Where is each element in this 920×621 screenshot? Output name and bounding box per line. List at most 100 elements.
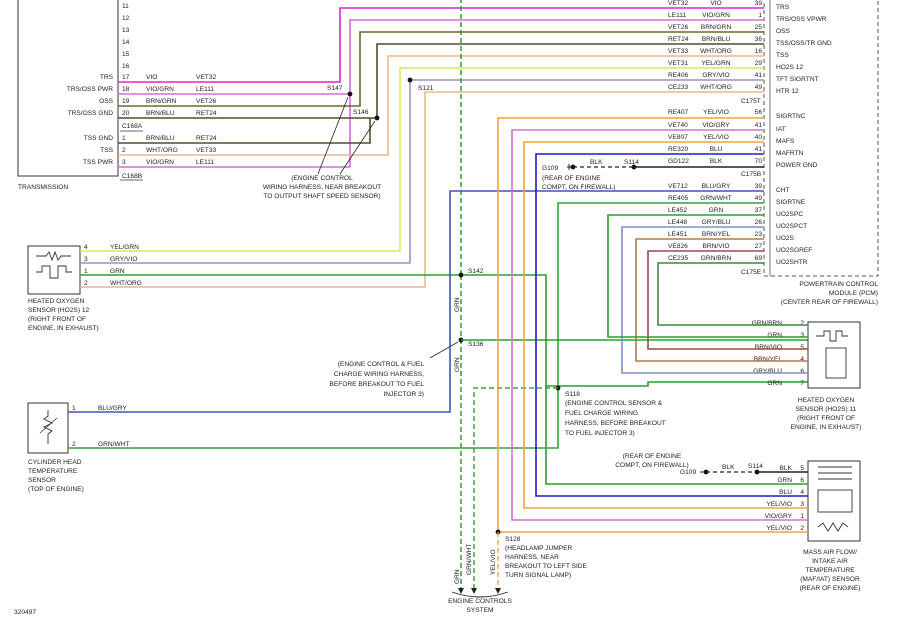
pcm-circuit: LE452 [668,207,687,214]
engine-controls-label-line: ENGINE CONTROLS [448,598,512,605]
ho2s12-pin: 3 [84,256,88,263]
ho2s12-pin: 2 [84,280,88,287]
wire-color-label: YEL/GRN [110,244,139,251]
arrow-down-icon [471,588,477,594]
vertical-wire-label: GRN [454,569,461,584]
pcm-circuit: VET33 [668,48,688,55]
o2-element-icon [36,265,72,279]
s118-note-line: HARNESS, BEFORE BREAKOUT [565,420,666,427]
pcm-wire-color: GRN [709,207,724,214]
pcm-function: HO2S 12 [776,64,803,71]
pcm-circuit: LE111 [668,12,686,19]
wire-color-label: WHT/ORG [146,147,178,154]
pcm-wire-color: BLU/GRY [702,183,731,190]
transmission-box [17,0,119,177]
wire-oss [118,31,764,107]
s118-note-line: TO FUEL INJECTOR 3) [565,430,635,437]
circuit-label: VET26 [196,98,216,105]
pcm-wire-color: BLK [710,158,723,165]
ho2s11-title-line: (RIGHT FRONT OF [797,415,855,422]
circuit-label: VET33 [196,147,216,154]
transmission-pin: 12 [122,15,130,22]
pcm-wire-color: WHT/ORG [700,84,732,91]
maf-pin: 4 [800,489,804,496]
pcm-function: TRS/OSS VPWR [776,16,827,23]
connector-label: C168A [122,123,143,130]
s128-note-line: (HEADLAMP JUMPER [505,545,573,552]
s128-note-line: HARNESS, NEAR [505,554,559,561]
pcm-circuit: VE740 [668,122,688,129]
wire-tss [118,55,764,156]
pcm-wire-color: BRN/BLU [702,36,731,43]
pcm-wire-color: YEL/GRN [702,60,731,67]
transmission-title: TRANSMISSION [18,184,68,191]
pcm-pin: 69 [755,255,763,262]
pcm-pin: 37 [755,207,763,214]
wire-ho2s12-ground [80,274,808,387]
transmission-pin: 1 [122,135,126,142]
s136-note-line: CHARGE WIRING HARNESS, [334,371,424,378]
wire-color-label: VIO/GRN [146,159,174,166]
transmission-pin-label: TRS [100,74,114,81]
transmission-pin-label: TSS [100,147,113,154]
splice-label: S146 [353,109,369,116]
pcm-pin: 41 [755,72,763,79]
maf-box [807,460,861,542]
wire-uo2s [635,238,808,362]
wire-color-label: WHT/ORG [110,280,142,287]
pcm-function: UO2SPC [776,211,803,218]
ho2s12-box [27,245,81,295]
pcm-pin: 41 [755,122,763,129]
cht-title-line: SENSOR [28,477,56,484]
wire-color-label: BRN/GRN [146,98,177,105]
maf-element-icon [817,489,853,513]
wire-trs [118,7,764,83]
transmission-pin: 14 [122,39,130,46]
pcm-function: TFT SIGRTNT [776,76,819,83]
maf-pin: 6 [800,477,804,484]
ho2s11-pin: 2 [800,320,804,327]
g109-note-line: COMPT, ON FIREWALL) [542,184,615,191]
g109-note-line: (REAR OF ENGINE [542,175,601,182]
ground-label: G109 [542,165,558,172]
pcm-wire-color: BRN/GRN [701,24,732,31]
maf-title-line: (MAF/IAT) SENSOR [800,576,860,583]
maf-title-line: INTAKE AIR [812,558,848,565]
wire-color-label: GRY/BLU [753,368,782,375]
maf-pin: 5 [800,465,804,472]
transmission-pin-label: TRS/OSS PWR [67,86,113,93]
o2-cell-icon [825,347,847,379]
pcm-wire-color: BRN/VIO [702,243,729,250]
wire-mafs [523,141,808,509]
transmission-pin-label: TSS PWR [83,159,113,166]
pcm-function: HTR 12 [776,88,799,95]
wire-cht-return [68,202,764,449]
pcm-circuit: GD122 [668,158,689,165]
thermistor-arrow [39,417,58,434]
wire-uo2sgref [647,250,808,350]
wire-color-label: BLU [779,489,792,496]
pcm-function: MAFRTN [776,150,804,157]
pcm-circuit: RE407 [668,109,688,116]
maf-title-line: TEMPERATURE [805,567,855,574]
pcm-function: UO2S [776,235,795,242]
ho2s11-pin: 6 [800,368,804,375]
pcm-pin: 40 [755,134,763,141]
wire-trs-oss-pwr [118,19,764,95]
pcm-circuit: VET32 [668,0,688,7]
wire-color-label: YEL/VIO [766,525,792,532]
s128-note-line: BREAKOUT TO LEFT SIDE [505,563,588,570]
pcm-circuit: VE807 [668,134,688,141]
pcm-function: TRS [776,4,790,11]
pcm-wire-color: VIO/GRY [702,122,730,129]
pcm-wire-color: VIO [710,0,721,7]
s136-note-line: (ENGINE CONTROL & FUEL [338,361,425,368]
s136-note-line: BEFORE BREAKOUT TO FUEL [329,381,424,388]
pcm-box [763,0,879,277]
arrow-down-icon [458,588,464,594]
pcm-title-line: (CENTER REAR OF FIREWALL) [781,299,878,306]
pcm-wire-color: GRY/BLU [702,219,731,226]
cht-title-line: CYLINDER HEAD [28,459,82,466]
wire-color-label: GRN [777,477,792,484]
ho2s11-pin: 3 [800,332,804,339]
